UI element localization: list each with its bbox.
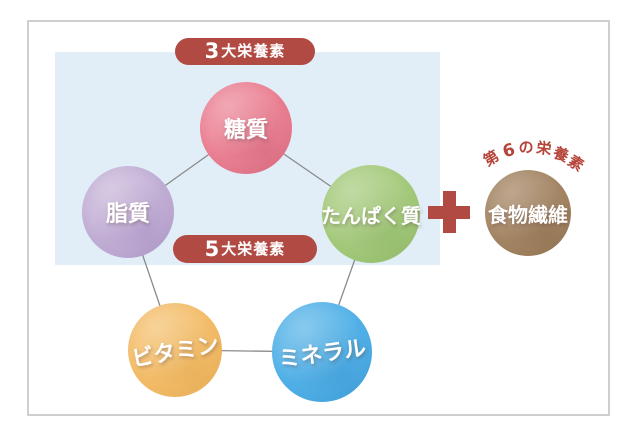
sixth-nutrient-arc-char-3: の (517, 137, 535, 158)
badge-5-suffix: 大栄養素 (221, 239, 286, 258)
badge-5-major-nutrients: 5 大栄養素 (173, 235, 317, 263)
nutrient-circle-mineral: ミネラル (272, 302, 372, 402)
nutrient-circle-fiber: 食物繊維 (485, 170, 571, 256)
nutrient-label-mineral: ミネラル (277, 335, 368, 373)
badge-3-major-nutrients: 3 大栄養素 (175, 38, 315, 65)
sixth-nutrient-arc-char-4: 栄 (535, 138, 553, 159)
nutrient-circle-protein: たんぱく質 (321, 165, 421, 263)
nutrient-label-protein: たんぱく質 (321, 203, 421, 228)
nutrient-label-fiber: 食物繊維 (488, 202, 568, 227)
badge-3-suffix: 大栄養素 (221, 42, 286, 60)
badge-5-number: 5 (204, 236, 220, 261)
badge-3-number: 3 (204, 39, 220, 63)
nutrient-circle-vitamin: ビタミン (128, 303, 222, 397)
nutrient-label-sugar: 糖質 (223, 118, 268, 143)
nutrient-circle-sugar: 糖質 (200, 82, 292, 174)
nutrient-circle-lipid: 脂質 (82, 166, 174, 258)
plus-icon (428, 191, 470, 233)
nutrient-label-lipid: 脂質 (105, 202, 150, 227)
nutrient-label-vitamin: ビタミン (129, 332, 221, 373)
